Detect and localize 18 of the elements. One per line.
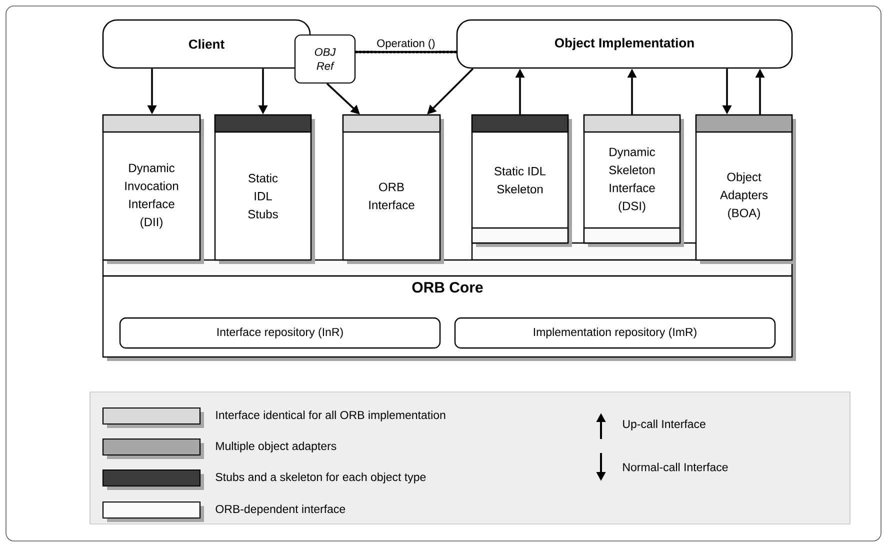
edge-label: Operation () bbox=[375, 38, 437, 51]
component-column: ORB Interface bbox=[342, 114, 444, 264]
legend-text: ORB-dependent interface bbox=[216, 504, 346, 516]
reference-box: OBJ Ref bbox=[294, 34, 356, 84]
legend-text: Multiple object adapters bbox=[216, 442, 336, 452]
component-column: Static IDL Skeleton bbox=[471, 114, 572, 247]
component-column: Static IDL Stubs bbox=[214, 114, 315, 264]
legend-text: Interface identical for all ORB implementation bbox=[216, 410, 446, 422]
rounded-box: Client bbox=[102, 19, 311, 69]
component-column: Dynamic Invocation Interface (DII) bbox=[102, 114, 204, 264]
legend-text: Stubs and a skeleton for each object type bbox=[216, 472, 426, 484]
repository-box: Implementation repository (ImR) bbox=[454, 317, 776, 349]
legend-text: Normal-call Interface bbox=[623, 462, 728, 472]
component-column: Object Adapters (BOA) bbox=[695, 114, 796, 264]
rounded-box: Object Implementation bbox=[456, 19, 793, 69]
component-column: Dynamic Skeleton Interface (DSI) bbox=[583, 114, 684, 247]
legend-text: Up-call Interface bbox=[623, 420, 706, 430]
repository-box: Interface repository (InR) bbox=[119, 317, 441, 349]
